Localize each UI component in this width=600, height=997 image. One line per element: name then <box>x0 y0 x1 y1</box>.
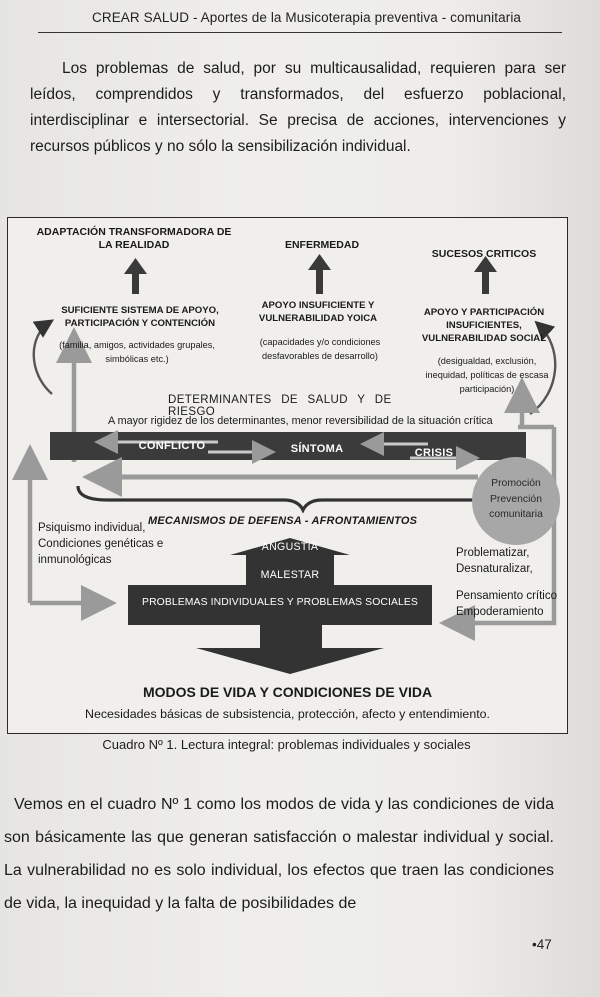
col1-note: (familia, amigos, actividades grupales, … <box>59 340 215 364</box>
mechanisms-heading: MECANISMOS DE DEFENSA - AFRONTAMIENTOS <box>148 515 418 527</box>
up-arrow-col1 <box>124 258 147 294</box>
circle-line-3: comunitaria <box>489 509 543 520</box>
malestar-label: MALESTAR <box>260 569 320 581</box>
down-arrow-head <box>196 648 384 674</box>
left-factors-text: Psiquismo individual, Condiciones genéti… <box>38 522 164 566</box>
modos-heading: MODOS DE VIDA Y CONDICIONES DE VIDA <box>142 684 433 700</box>
col2-subhead: APOYO INSUFICIENTE Y VULNERABILIDAD YOIC… <box>258 300 378 324</box>
figure-caption: Cuadro Nº 1. Lectura integral: problemas… <box>102 737 471 752</box>
right-actions-text-2: Pensamiento crítico Empoderamiento <box>456 590 557 618</box>
col3-title: SUCESOS CRITICOS <box>431 248 537 260</box>
page-number: •47 <box>532 937 552 952</box>
bar-conflicto: CONFLICTO <box>138 440 206 452</box>
diagram-graphics <box>12 254 560 674</box>
paragraph-2: Vemos en el cuadro Nº 1 como los modos d… <box>4 796 554 912</box>
left-curved-arrow <box>32 319 55 395</box>
bar-sintoma: SÍNTOMA <box>290 443 344 455</box>
dark-bar <box>50 432 526 460</box>
col2-note: (capacidades y/o condiciones desfavorabl… <box>259 337 381 361</box>
problems-label: PROBLEMAS INDIVIDUALES Y PROBLEMAS SOCIA… <box>142 597 418 608</box>
col3-note: (desigualdad, exclusión, inequidad, polí… <box>425 356 549 394</box>
col1-title: ADAPTACIÓN TRANSFORMADORA DE LA REALIDAD <box>36 226 232 251</box>
problems-block <box>128 585 432 625</box>
angustia-arrow-head <box>230 538 350 555</box>
diagram-figure: ADAPTACIÓN TRANSFORMADORA DE LA REALIDAD… <box>7 217 568 734</box>
prevention-circle <box>472 457 560 545</box>
up-arrow-col2 <box>308 254 331 294</box>
right-actions-text-1: Problematizar, Desnaturalizar, <box>456 547 533 575</box>
col3-subhead: APOYO Y PARTICIPACIÓN INSUFICIENTES, VUL… <box>421 307 547 344</box>
rigidity-note: A mayor rigidez de los determinantes, me… <box>108 415 493 427</box>
col2-title: ENFERMEDAD <box>284 239 360 251</box>
header-rule <box>38 32 562 34</box>
circle-label: Promoción Prevención comunitaria <box>478 476 554 523</box>
circle-line-2: Prevención <box>490 493 542 505</box>
brace <box>76 485 516 514</box>
col1-subhead: SUFICIENTE SISTEMA DE APOYO, PARTICIPACI… <box>61 305 219 329</box>
up-arrow-col3 <box>474 256 497 294</box>
running-head: CREAR SALUD - Aportes de la Musicoterapi… <box>92 10 522 25</box>
circle-line-1: Promoción <box>491 478 541 489</box>
bar-crisis: CRISIS <box>414 447 454 459</box>
needs-text: Necesidades básicas de subsistencia, pro… <box>85 707 490 721</box>
angustia-label: ANGUSTIA <box>261 541 319 553</box>
determinants-heading: DETERMINANTES DE SALUD Y DE RIESGO <box>168 394 392 418</box>
paragraph-1: Los problemas de salud, por su multicaus… <box>30 60 566 155</box>
